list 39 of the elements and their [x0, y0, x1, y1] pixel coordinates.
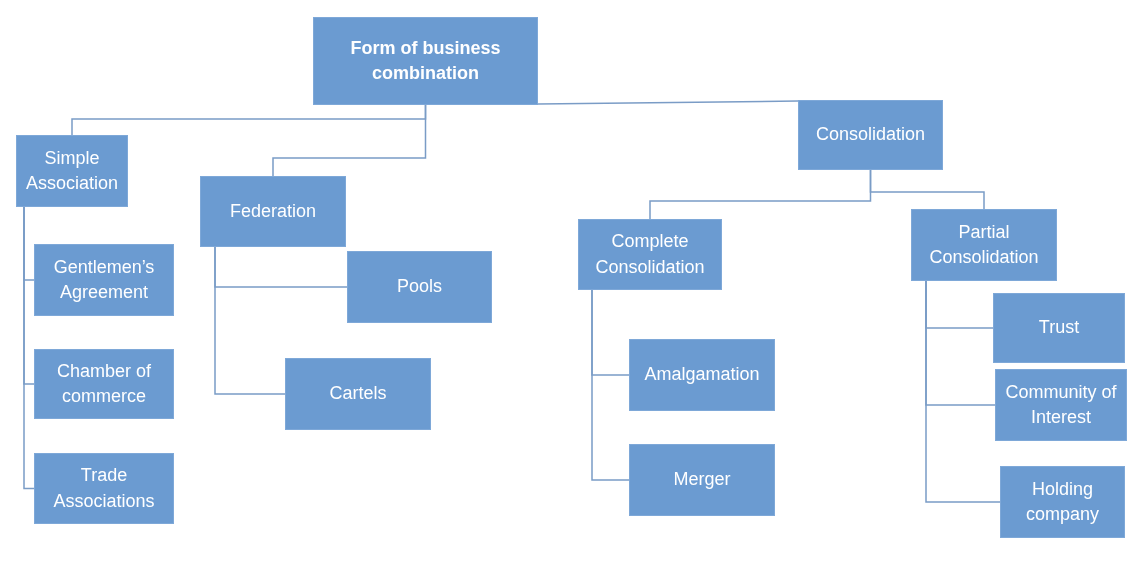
box-label: Community of Interest: [1004, 380, 1118, 429]
connector-line: [272, 104, 427, 177]
connector-line: [537, 100, 799, 105]
org-chart-box: [911, 209, 1057, 281]
box-label: Cartels: [328, 382, 388, 406]
box-label: Amalgamation: [643, 363, 761, 387]
box-label: Holding company: [1024, 477, 1100, 526]
org-chart-box: [798, 100, 943, 170]
org-chart-box: [34, 244, 174, 316]
connector-line: [23, 206, 35, 490]
org-chart-box: [34, 453, 174, 524]
org-chart-box: [993, 293, 1125, 363]
box-label: Simple Association: [24, 146, 120, 195]
box-label: Trust: [1037, 316, 1081, 340]
org-chart-box: [285, 358, 431, 430]
org-chart-box: [1000, 466, 1125, 538]
org-chart-box: [995, 369, 1127, 441]
box-label: Gentlemen’s Agreement: [52, 255, 156, 304]
org-chart-box: [200, 176, 346, 247]
org-chart-box: [34, 349, 174, 419]
org-chart-box: [347, 251, 492, 323]
box-label: Partial Consolidation: [928, 220, 1040, 269]
connector-line: [869, 169, 985, 210]
org-chart-box: [629, 444, 775, 516]
connector-line: [214, 246, 286, 395]
box-label: Merger: [672, 468, 732, 492]
org-chart-box: [629, 339, 775, 411]
connector-line: [925, 280, 1001, 503]
org-chart-box: [578, 219, 722, 290]
box-label: Federation: [228, 199, 318, 223]
connector-line: [591, 289, 630, 481]
box-label: Trade Associations: [52, 464, 156, 513]
org-chart-box: [16, 135, 128, 207]
box-label: Complete Consolidation: [594, 230, 706, 279]
org-chart-box: [313, 17, 538, 105]
box-label: Consolidation: [814, 123, 927, 147]
box-label: Pools: [396, 275, 443, 299]
box-label: Chamber of commerce: [55, 359, 152, 408]
box-label: Form of business combination: [349, 36, 502, 85]
